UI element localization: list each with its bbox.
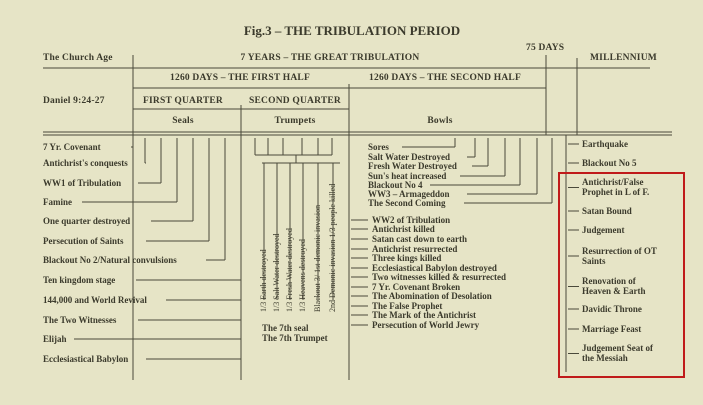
event-label: Satan Bound [582, 206, 632, 216]
event-label: Fresh Water Destroyed [368, 161, 457, 171]
event-label: Elijah [43, 334, 67, 344]
seventh-trumpet-label: The 7th Trumpet [262, 333, 328, 343]
days-75-label: 75 DAYS [526, 43, 565, 53]
event-label: WW3 – Armageddon [368, 189, 450, 199]
event-label: Antichrist/False Prophet in L of F. [582, 177, 650, 197]
event-label: 7 Yr. Covenant [43, 142, 101, 152]
event-label: 2nd Demonic invasion 1/3 people killed [328, 183, 337, 312]
seventh-seal-label: The 7th seal [262, 323, 309, 333]
event-label: Two witnesses killed & resurrected [372, 272, 506, 282]
church-age-label: The Church Age [43, 53, 113, 63]
second-half-label: 1260 DAYS – THE SECOND HALF [369, 73, 521, 83]
event-label: Davidic Throne [582, 304, 642, 314]
event-label: Blackout No 4 [368, 180, 423, 190]
event-label: WW2 of Tribulation [372, 215, 451, 225]
event-label: Antichrist's conquests [43, 158, 128, 168]
event-label: Judgement Seat of the Messiah [582, 343, 653, 363]
first-half-label: 1260 DAYS – THE FIRST HALF [170, 73, 310, 83]
bowls-label: Bowls [427, 116, 453, 126]
event-label: Judgement [582, 225, 625, 235]
second-quarter-label: SECOND QUARTER [249, 96, 341, 106]
event-label: Resurrection of OT Saints [582, 246, 657, 266]
event-label: Satan cast down to earth [372, 234, 468, 244]
event-label: Blackout No 2/Natural convulsions [43, 255, 177, 265]
event-label: Salt Water Destroyed [368, 152, 450, 162]
event-label: The Second Coming [368, 198, 446, 208]
event-label: Sores [368, 142, 389, 152]
event-label: One quarter destroyed [43, 216, 131, 226]
trumpets-label: Trumpets [274, 116, 316, 126]
event-label: The Mark of the Antichrist [372, 310, 476, 320]
first-quarter-label: FIRST QUARTER [143, 96, 223, 106]
event-label: Antichrist killed [372, 224, 435, 234]
event-label: Famine [43, 197, 72, 207]
daniel-label: Daniel 9:24-27 [43, 96, 105, 106]
event-label: Persecution of Saints [43, 236, 124, 246]
event-label: Ecclesiastical Babylon [43, 354, 129, 364]
event-label: 1/3 Earth destroyed [259, 249, 268, 312]
millennium-label: MILLENNIUM [590, 53, 657, 63]
event-label: Sun's heat increased [368, 171, 447, 181]
event-label: WW1 of Tribulation [43, 178, 122, 188]
event-label: Earthquake [582, 139, 629, 149]
seals-label: Seals [172, 116, 194, 126]
event-label: 144,000 and World Revival [43, 295, 147, 305]
event-label: Persecution of World Jewry [372, 320, 480, 330]
event-label: Antichrist resurrected [372, 244, 458, 254]
seven-years-label: 7 YEARS – THE GREAT TRIBULATION [240, 53, 420, 63]
event-label: 1/3 Fresh Water destroyed [285, 228, 294, 312]
event-label: 1/3 Salt Water destroyed [272, 233, 281, 312]
event-label: 7 Yr. Covenant Broken [372, 282, 461, 292]
event-label: Blackout No 5 [582, 158, 637, 168]
event-label: The Two Witnesses [43, 315, 117, 325]
highlight-box [558, 172, 685, 378]
event-label: The False Prophet [372, 301, 443, 311]
event-label: 1/3 Heavens destroyed [298, 239, 307, 312]
event-label: Marriage Feast [582, 324, 642, 334]
event-label: Renovation of Heaven & Earth [582, 276, 646, 296]
event-label: Blackout 3/ 1st demonic invasion [313, 204, 322, 312]
figure-title: Fig.3 – THE TRIBULATION PERIOD [243, 23, 461, 38]
event-label: Ten kingdom stage [43, 275, 116, 285]
event-label: Ecclesiastical Babylon destroyed [372, 263, 497, 273]
event-label: The Abomination of Desolation [372, 291, 492, 301]
event-label: Three kings killed [372, 253, 442, 263]
